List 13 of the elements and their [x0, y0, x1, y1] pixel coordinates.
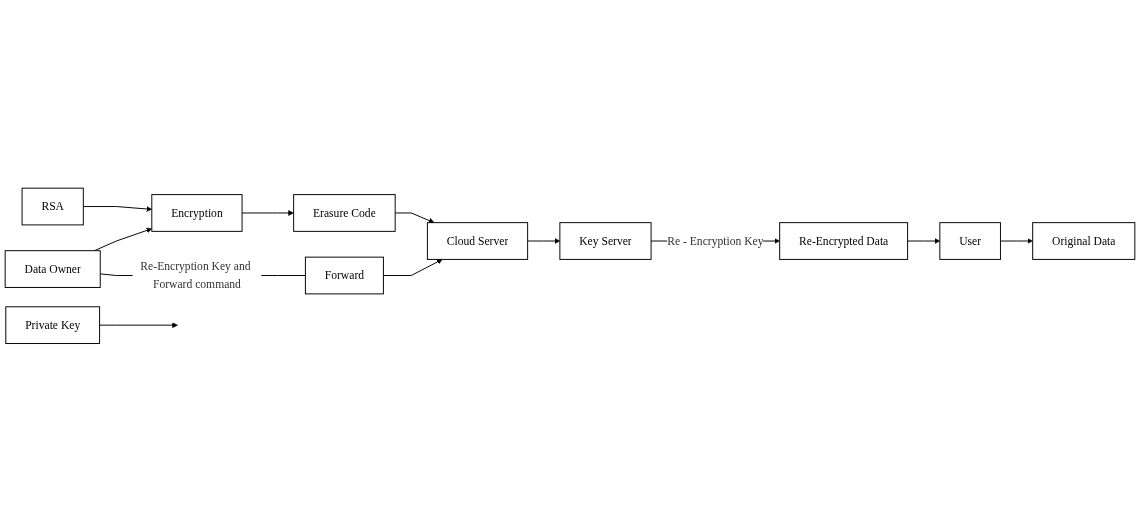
node-box: RSA: [21, 187, 84, 226]
node-box: Encryption: [151, 193, 243, 232]
node-box: Erasure Code: [293, 193, 396, 232]
node-box: Cloud Server: [426, 221, 529, 260]
node-box: Data Owner: [4, 249, 101, 288]
node-box: Forward: [304, 256, 384, 295]
node-box: Original Data: [1032, 221, 1136, 260]
node-box: Re-Encrypted Data: [779, 221, 909, 260]
edge-label: Re-Encryption Key and Forward command: [140, 259, 251, 290]
edge-label: Re - Encryption Key: [667, 233, 764, 247]
node-box: User: [939, 221, 1001, 260]
node-box: Private Key: [5, 305, 101, 344]
node-box: Key Server: [559, 221, 652, 260]
